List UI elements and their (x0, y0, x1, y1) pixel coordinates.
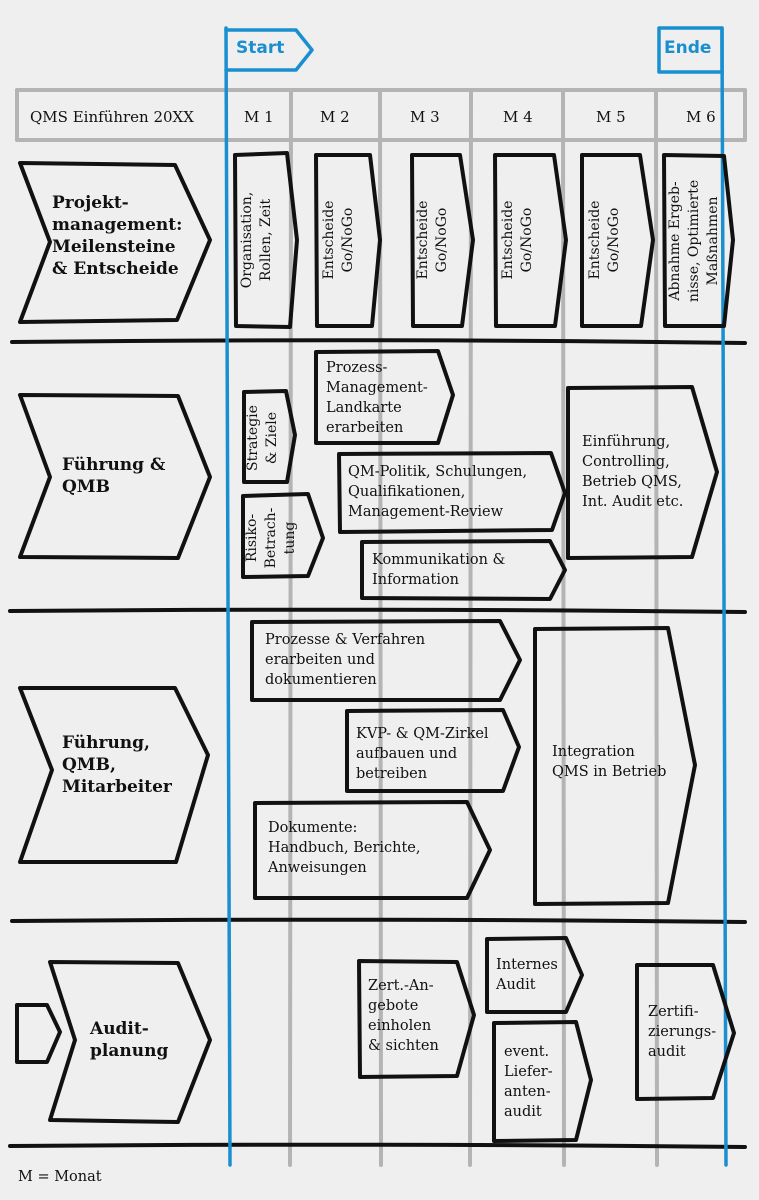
month-label-2: M 2 (320, 108, 350, 126)
pm-box-entscheide-2: Entscheide Go/NoGo (321, 200, 356, 280)
box-strategie-ziele: Strategie & Ziele (245, 405, 280, 471)
lane-label-projektmanagement: Projekt- management: Meilensteine & Ents… (52, 193, 183, 279)
month-label-4: M 4 (503, 108, 533, 126)
box-dokumente: Dokumente: Handbuch, Berichte, Anweisung… (268, 820, 421, 876)
lane-label-fuehrung-qmb-mitarbeiter: Führung, QMB, Mitarbeiter (62, 733, 172, 797)
pm-box-entscheide-4: Entscheide Go/NoGo (500, 200, 535, 280)
box-lieferantenaudit: event. Liefer- anten- audit (504, 1044, 553, 1120)
pm-box-entscheide-5: Entscheide Go/NoGo (587, 200, 622, 280)
box-risiko-betrachtung: Risiko- Betrach- tung (244, 507, 298, 569)
lane-separators (8, 338, 747, 1149)
lane-label-fuehrung-qmb: Führung & QMB (62, 455, 166, 497)
box-qm-politik: QM-Politik, Schulungen, Qualifikationen,… (348, 464, 528, 520)
pm-box-abnahme: Abnahme Ergeb- nisse, Optimierte Maßnahm… (667, 179, 721, 303)
month-label-5: M 5 (596, 108, 626, 126)
pm-box-entscheide-3: Entscheide Go/NoGo (415, 200, 450, 280)
legend: M = Monat (18, 1169, 102, 1185)
box-zertifizierungsaudit: Zertifi- zierungs- audit (648, 1004, 717, 1060)
box-kvp-qm-zirkel: KVP- & QM-Zirkel aufbauen und betreiben (356, 726, 489, 782)
end-label: Ende (664, 38, 712, 58)
box-integration: Integration QMS in Betrieb (552, 744, 667, 780)
box-prozesse-verfahren: Prozesse & Verfahren erarbeiten und doku… (265, 632, 426, 688)
box-prozess-landkarte: Prozess- Management- Landkarte erarbeite… (326, 360, 428, 436)
lane-arrows (15, 161, 212, 1124)
start-line (224, 26, 232, 1167)
lane-label-auditplanung: Audit- planung (90, 1019, 169, 1061)
box-einfuehrung: Einführung, Controlling, Betrieb QMS, In… (582, 434, 684, 510)
box-internes-audit: Internes Audit (496, 957, 558, 993)
month-label-1: M 1 (244, 108, 274, 126)
end-flag (657, 26, 724, 74)
box-zert-angebote: Zert.-An- gebote einholen & sichten (368, 978, 439, 1054)
start-flag (224, 28, 314, 72)
header-title: QMS Einführen 20XX (30, 108, 194, 126)
month-label-3: M 3 (410, 108, 440, 126)
pm-box-organisation: Organisation, Rollen, Zeit (239, 191, 274, 289)
month-label-6: M 6 (686, 108, 716, 126)
box-kommunikation: Kommunikation & Information (372, 552, 506, 588)
end-line (720, 26, 728, 1167)
start-label: Start (236, 38, 285, 58)
